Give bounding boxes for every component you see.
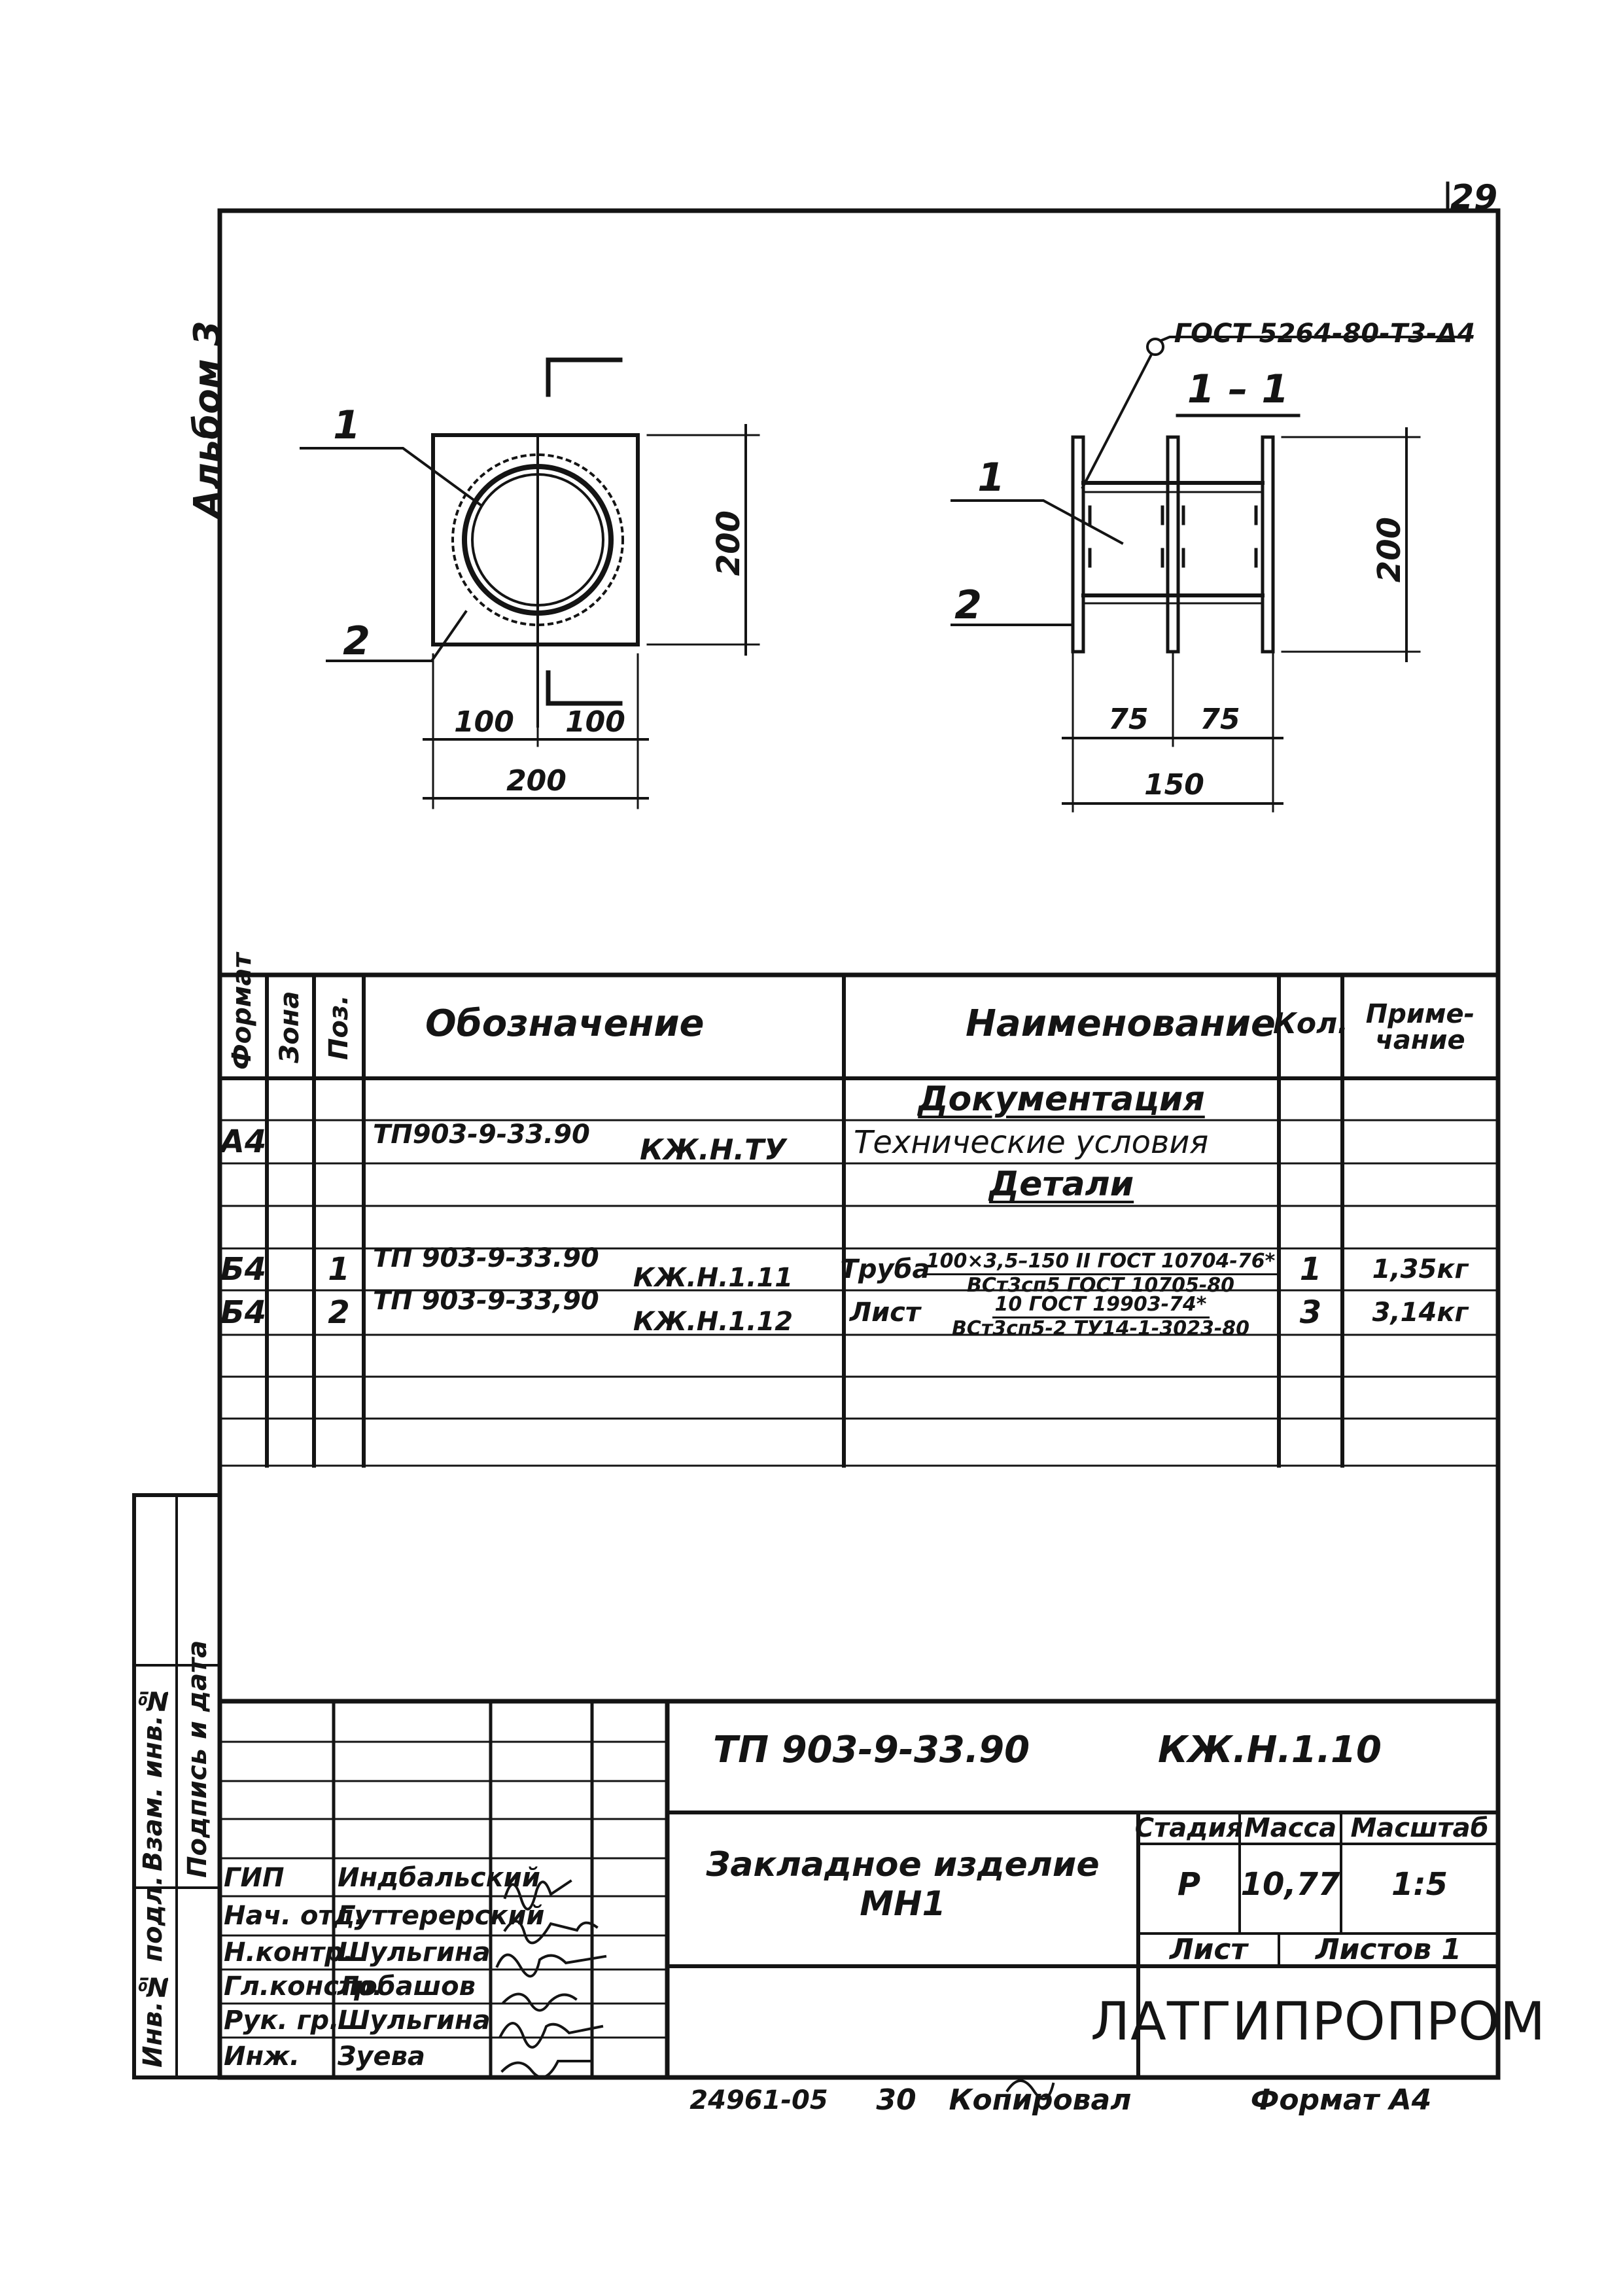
header-pos: Поз. <box>324 995 354 1060</box>
doc-mark: КЖ.Н.1.10 <box>1158 1729 1382 1771</box>
row-format: Б4 <box>220 1251 266 1288</box>
signer-role: Инж. <box>224 2041 300 2072</box>
row-name-prefix: Труба <box>840 1254 930 1284</box>
row-name-fraction: 10 ГОСТ 19903-74* ВСт3сп5-2 ТУ14-1-3023-… <box>922 1294 1279 1339</box>
row-format: А4 <box>220 1123 267 1160</box>
footer-copied-label: Копировал <box>949 2083 1132 2117</box>
row-name-prefix: Лист <box>849 1298 921 1328</box>
scale-label: Масштаб <box>1350 1813 1489 1843</box>
mass-value: 10,77 <box>1240 1866 1340 1903</box>
section-plate-right <box>1261 435 1275 654</box>
row-name-bottom: ВСт3сп5-2 ТУ14-1-3023-80 <box>951 1316 1250 1340</box>
sheet-number: 29 <box>1450 178 1498 217</box>
signer-role: Н.контр. <box>224 1937 353 1968</box>
sheet-frame <box>217 208 1501 2080</box>
plan-callout-1: 1 <box>333 402 360 448</box>
plan-plate <box>431 433 640 646</box>
mass-label: Масса <box>1244 1813 1337 1843</box>
section-callout-1: 1 <box>977 455 1005 501</box>
stamp-vzam-inv: Взам. инв.№ <box>138 1685 168 1871</box>
sheets-label: Листов 1 <box>1316 1933 1461 1966</box>
stage-value: Р <box>1177 1866 1201 1903</box>
plan-dim-left: 100 <box>454 705 514 739</box>
section-dim-height: 200 <box>1371 517 1408 583</box>
stamp-podpis-data: Подпись и дата <box>183 1640 213 1878</box>
plan-callout-2: 2 <box>343 618 370 664</box>
row-format: Б4 <box>220 1294 266 1331</box>
section-documentation: Документация <box>918 1080 1205 1119</box>
signer-role: Рук. гр. <box>224 2005 340 2036</box>
row-note: 3,14кг <box>1372 1298 1469 1328</box>
footer-page: 30 <box>876 2083 916 2117</box>
row-mark: КЖ.Н.1.11 <box>633 1263 794 1293</box>
footer-inventory: 24961-05 <box>689 2085 828 2115</box>
section-parts: Детали <box>988 1165 1134 1204</box>
header-name: Наименование <box>966 1002 1276 1045</box>
signer-name: Шульгина <box>338 2005 491 2036</box>
row-code: ТП 903-9-33,90 <box>373 1286 599 1316</box>
header-note: Приме- чание <box>1365 999 1475 1055</box>
section-plate-mid <box>1166 435 1180 654</box>
signer-name: Индбальский <box>338 1863 540 1893</box>
signer-role: Гл.констр. <box>224 1971 383 2002</box>
plan-weld-ring <box>451 453 624 626</box>
header-format: Формат <box>227 953 257 1070</box>
sheet-label: Лист <box>1170 1933 1248 1966</box>
row-qty: 1 <box>1299 1251 1322 1288</box>
section-dim-right: 75 <box>1200 703 1240 736</box>
signer-name: Гуттерерский <box>338 1901 545 1931</box>
stage-label: Стадия <box>1134 1813 1244 1843</box>
signer-role: ГИП <box>224 1863 285 1893</box>
doc-title-line1: Закладное изделие <box>706 1845 1100 1884</box>
organization-name: ЛАТГИПРОПРОМ <box>1090 1991 1546 2052</box>
row-code: ТП903-9-33.90 <box>373 1120 590 1150</box>
row-mark: КЖ.Н.1.12 <box>633 1307 794 1337</box>
header-designation: Обозначение <box>425 1002 705 1045</box>
signer-name: Зуева <box>338 2041 425 2072</box>
header-zone: Зона <box>275 991 305 1064</box>
row-name-top: 10 ГОСТ 19903-74* <box>992 1294 1210 1318</box>
scale-value: 1:5 <box>1391 1866 1448 1903</box>
row-pos: 1 <box>328 1251 350 1288</box>
plan-dim-height: 200 <box>710 510 747 576</box>
row-name: Технические условия <box>854 1124 1209 1161</box>
row-pos: 2 <box>328 1294 350 1331</box>
section-dim-total: 150 <box>1144 768 1204 802</box>
section-dim-left: 75 <box>1108 703 1149 736</box>
plan-dim-right: 100 <box>565 705 625 739</box>
section-title: 1 – 1 <box>1187 366 1289 412</box>
footer-format-label: Формат А4 <box>1250 2083 1432 2117</box>
section-callout-2: 2 <box>954 582 982 628</box>
plan-dim-total: 200 <box>506 764 567 798</box>
row-note: 1,35кг <box>1372 1254 1469 1284</box>
album-label: Альбом 3 <box>186 321 229 518</box>
stamp-inv-podl: Инв.№ подл. <box>138 1875 168 2068</box>
row-mark: КЖ.Н.ТУ <box>639 1133 787 1167</box>
row-qty: 3 <box>1299 1294 1322 1331</box>
row-name-top: 100×3,5–150 II ГОСТ 10704-76* <box>923 1251 1278 1275</box>
doc-title-line2: МН1 <box>860 1884 946 1924</box>
section-plate-left <box>1071 435 1085 654</box>
header-qty: Кол. <box>1272 1007 1349 1040</box>
signature-marks <box>495 1879 1055 2100</box>
weld-note: ГОСТ 5264-80-Т3-Δ4 <box>1174 319 1476 349</box>
signer-role: Нач. отд. <box>224 1901 365 1931</box>
row-code: ТП 903-9-33.90 <box>373 1243 599 1273</box>
signer-name: Шульгина <box>338 1937 491 1968</box>
signer-name: Лобашов <box>338 1971 476 2002</box>
row-name-fraction: 100×3,5–150 II ГОСТ 10704-76* ВСт3сп5 ГО… <box>922 1251 1279 1296</box>
doc-code: ТП 903-9-33.90 <box>713 1729 1030 1771</box>
row-name-bottom: ВСт3сп5 ГОСТ 10705-80 <box>966 1273 1235 1297</box>
